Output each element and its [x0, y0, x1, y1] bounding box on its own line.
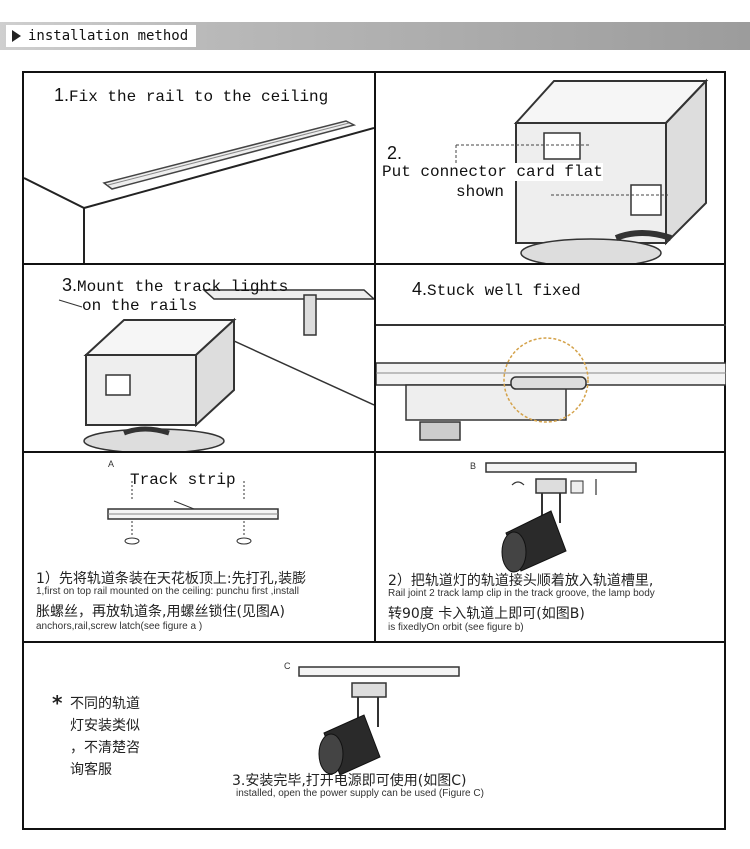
figure-b-en-line1: Rail joint 2 track lamp clip in the trac…	[388, 588, 655, 599]
step-3-line1-wrap: 3.Mount the track lights	[62, 275, 288, 296]
step-3-line2: on the rails	[82, 297, 198, 315]
figure-a-cn-line1: 1）先将轨道条装在天花板顶上:先打孔,装膨	[36, 571, 307, 587]
figure-b-cn-line2: 转90度 卡入轨道上即可(如图B)	[388, 606, 585, 622]
figure-b-en-line2: is fixedlyOn orbit (see figure b)	[388, 622, 524, 633]
figure-c-note-line2: 灯安装类似	[70, 718, 140, 734]
step-2-number: 2.	[387, 143, 403, 163]
figure-a-cn-line2: 胀螺丝，再放轨道条,用螺丝锁住(见图A)	[36, 604, 285, 620]
step-4-number: 4.	[412, 279, 428, 299]
grid-divider-row3	[22, 641, 726, 643]
step-2-panel: 2. Put connector card flat shown	[376, 73, 726, 263]
figure-c-note-line3: ，不清楚咨	[70, 740, 140, 756]
figure-c-cn-line: 3.安装完毕,打开电源即可使用(如图C)	[232, 773, 467, 789]
step-3-panel: 3.Mount the track lights on the rails	[24, 265, 374, 451]
connector-card-illustration	[455, 78, 709, 263]
figure-c-en-line: installed, open the power supply can be …	[236, 788, 484, 799]
grid-divider-row2	[22, 451, 726, 453]
ceiling-rail-illustration	[24, 120, 374, 263]
figure-c-letter: C	[284, 661, 291, 671]
grid-divider-vertical-top	[374, 71, 376, 642]
step-2-line2: shown	[456, 183, 505, 201]
step-4-caption: 4.Stuck well fixed	[412, 279, 581, 300]
figure-a-panel: A Track strip 1）先将轨道条装在天花板顶上:先打孔,装膨 1,fi…	[24, 453, 374, 641]
step-1-number: 1.	[54, 85, 70, 105]
section-header-tab: installation method	[6, 25, 197, 47]
step-4-panel: 4.Stuck well fixed	[376, 265, 726, 451]
step-1-text: Fix the rail to the ceiling	[69, 88, 329, 106]
installed-track-light-illustration	[298, 666, 460, 776]
asterisk-icon: *	[52, 691, 63, 715]
step-1-caption: 1.Fix the rail to the ceiling	[54, 85, 328, 106]
track-strip-illustration	[107, 481, 279, 545]
figure-c-panel: C * 不同的轨道 灯安装类似 ，不清楚咨 询客服 3.安装完毕,打开电源即可使…	[24, 643, 724, 828]
triangle-bullet-icon	[12, 30, 21, 42]
figure-a-label: Track strip	[130, 471, 236, 489]
figure-c-note-line4: 询客服	[70, 762, 112, 778]
figure-b-panel: B 2）把轨道灯的轨道接头顺着放入轨道槽里, Rail joint 2 trac…	[376, 453, 726, 641]
fixed-rail-illustration	[376, 324, 726, 441]
step-2-line1: Put connector card flat	[382, 163, 603, 181]
step-2-number-wrap: 2.	[387, 143, 403, 164]
grid-divider-row1	[22, 263, 726, 265]
section-title: installation method	[28, 28, 189, 44]
figure-a-en-line1: 1,first on top rail mounted on the ceili…	[36, 586, 299, 597]
step-3-number: 3.	[62, 275, 78, 295]
track-lamp-clip-illustration	[485, 462, 637, 573]
section-header: installation method	[0, 22, 750, 50]
figure-b-cn-line1: 2）把轨道灯的轨道接头顺着放入轨道槽里,	[388, 573, 654, 589]
figure-c-note-line1: 不同的轨道	[70, 696, 140, 712]
figure-a-en-line2: anchors,rail,screw latch(see figure a )	[36, 621, 203, 632]
step-4-text: Stuck well fixed	[427, 282, 581, 300]
figure-b-letter: B	[470, 461, 477, 471]
figure-a-letter: A	[108, 459, 115, 469]
step-1-panel: 1.Fix the rail to the ceiling	[24, 73, 374, 263]
step-3-line1: Mount the track lights	[77, 278, 289, 296]
mount-light-illustration	[58, 289, 374, 451]
